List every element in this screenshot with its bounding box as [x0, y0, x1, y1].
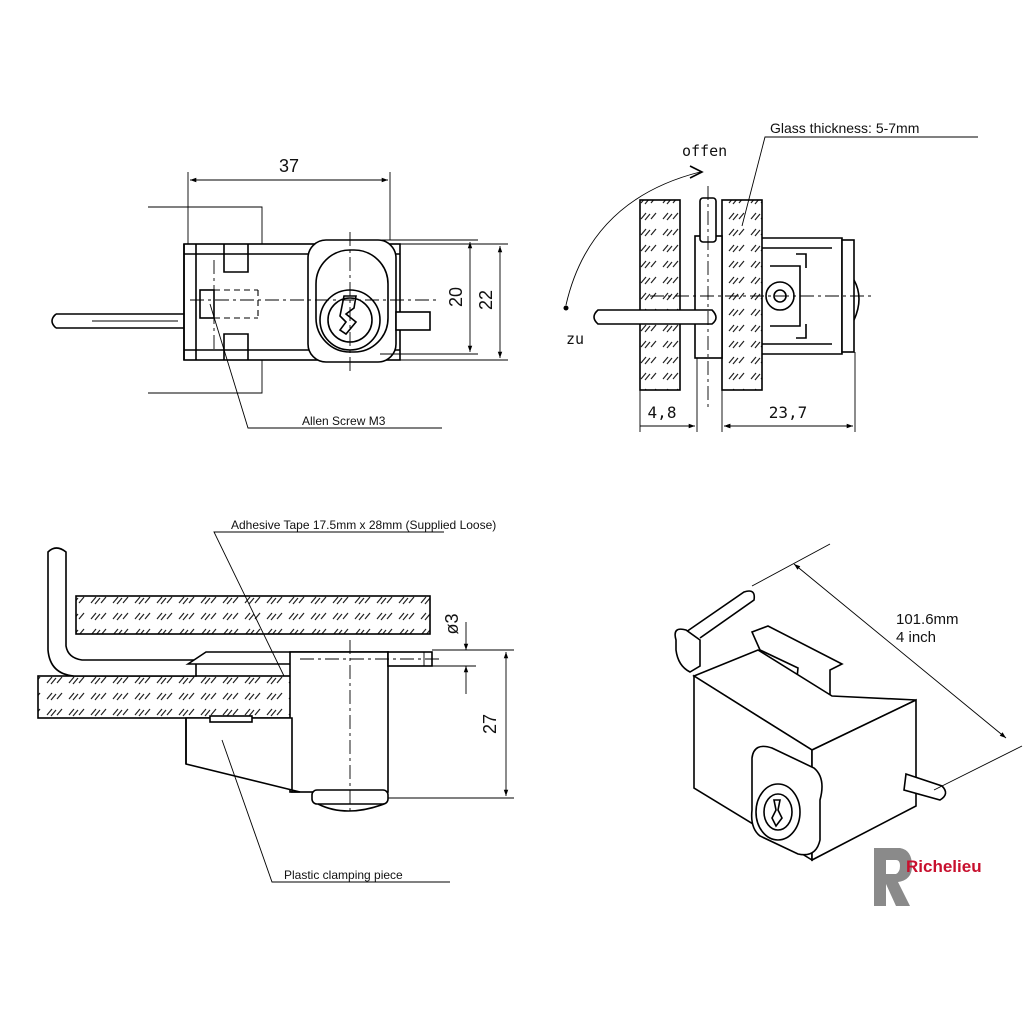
dimension-length-mm: 101.6mm	[896, 611, 959, 628]
dimension-height-20: 20	[446, 287, 466, 307]
front-view: 37 20 22 Allen Screw M3	[51, 156, 508, 429]
side-view: offen zu Glass thickness: 5-7mm 4,8 23,7	[563, 120, 978, 432]
label-adhesive-tape: Adhesive Tape 17.5mm x 28mm (Supplied Lo…	[231, 518, 496, 532]
label-glass-thickness: Glass thickness: 5-7mm	[770, 120, 919, 136]
brand-name: Richelieu	[906, 857, 982, 876]
dimension-height-22: 22	[476, 290, 496, 310]
dimension-4-8: 4,8	[648, 403, 677, 422]
richelieu-logo: Richelieu	[874, 848, 982, 906]
label-zu: zu	[566, 330, 584, 348]
label-offen: offen	[682, 142, 727, 160]
section-view: ø3 27 Adhesive Tape 17.5mm x 28mm (Suppl…	[37, 518, 514, 883]
dimension-diameter-3: ø3	[442, 613, 462, 634]
dimension-23-7: 23,7	[769, 403, 808, 422]
label-plastic-clamping: Plastic clamping piece	[284, 868, 403, 882]
dimension-length-inch: 4 inch	[896, 629, 936, 646]
label-allen-screw: Allen Screw M3	[302, 414, 386, 428]
richelieu-mark-icon	[874, 848, 912, 906]
dimension-width-37: 37	[279, 156, 299, 176]
dimension-height-27: 27	[480, 714, 500, 734]
isometric-view: 101.6mm 4 inch	[674, 543, 1023, 862]
